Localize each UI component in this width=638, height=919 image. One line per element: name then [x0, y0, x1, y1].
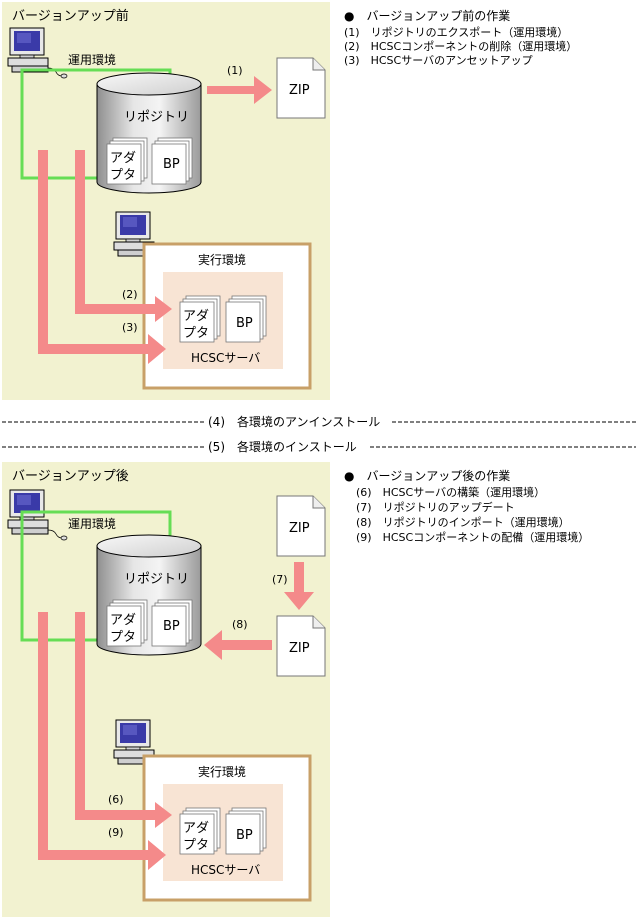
step1-label: (1) [227, 64, 243, 77]
after-task-6: (6) HCSCサーバの構築（運用環境） [356, 485, 545, 499]
after-operation-env-label: 運用環境 [68, 516, 116, 531]
before-server-bp-label: BP [236, 316, 253, 331]
install-label: (5) 各環境のインストール [208, 439, 357, 454]
before-exec-env-label: 実行環境 [198, 252, 246, 267]
before-zip-label: ZIP [289, 83, 310, 98]
after-server-bp-label: BP [236, 828, 253, 843]
step9-label: (9) [108, 826, 124, 839]
before-repo-bp-label: BP [163, 157, 180, 172]
step3-arrow [38, 150, 166, 364]
after-server-adapter-line2: プタ [183, 838, 209, 853]
after-exec-env-label: 実行環境 [198, 764, 246, 779]
after-repo-adapter-line2: プタ [110, 630, 136, 645]
step7-arrow [284, 562, 314, 610]
before-tasks-title: ● バージョンアップ前の作業 [344, 8, 510, 23]
step8-arrow [204, 630, 272, 660]
after-task-7: (7) リポジトリのアップデート [356, 500, 515, 514]
after-zip-bottom-label: ZIP [289, 641, 310, 656]
before-repo-adapter-line2: プタ [110, 168, 136, 183]
step6-arrow [75, 612, 172, 828]
step6-label: (6) [108, 793, 124, 806]
after-tasks-title: ● バージョンアップ後の作業 [344, 469, 510, 483]
before-server-adapter-line2: プタ [183, 326, 209, 341]
before-repo-adapter-line1: アダ [110, 151, 136, 166]
after-repository-label: リポジトリ [124, 572, 189, 587]
before-server-adapter-line1: アダ [183, 309, 209, 324]
after-zip-top-label: ZIP [289, 521, 310, 536]
after-task-9: (9) HCSCコンポーネントの配備（運用環境） [356, 530, 589, 544]
after-server-adapter-line1: アダ [183, 821, 209, 836]
after-repo-bp-label: BP [163, 619, 180, 634]
after-task-8: (8) リポジトリのインポート（運用環境） [356, 515, 570, 529]
step1-arrow [207, 76, 272, 104]
before-task-2: (2) HCSCコンポーネントの削除（運用環境） [344, 39, 577, 53]
step2-label: (2) [122, 288, 138, 301]
after-hcsc-server-label: HCSCサーバ [191, 863, 260, 877]
step7-label: (7) [272, 573, 288, 586]
before-operation-env-label: 運用環境 [68, 52, 116, 67]
step8-label: (8) [232, 618, 248, 631]
after-repo-adapter-line1: アダ [110, 613, 136, 628]
step2-arrow [75, 150, 172, 322]
after-panel-title: バージョンアップ後 [12, 469, 129, 484]
before-panel-title: バージョンアップ前 [12, 8, 129, 24]
before-task-3: (3) HCSCサーバのアンセットアップ [344, 54, 533, 67]
before-task-1: (1) リポジトリのエクスポート（運用環境） [344, 25, 568, 39]
uninstall-label: (4) 各環境のアンインストール [208, 414, 380, 429]
before-repository-label: リポジトリ [124, 110, 189, 125]
before-hcsc-server-label: HCSCサーバ [191, 351, 260, 365]
step3-label: (3) [122, 321, 138, 334]
